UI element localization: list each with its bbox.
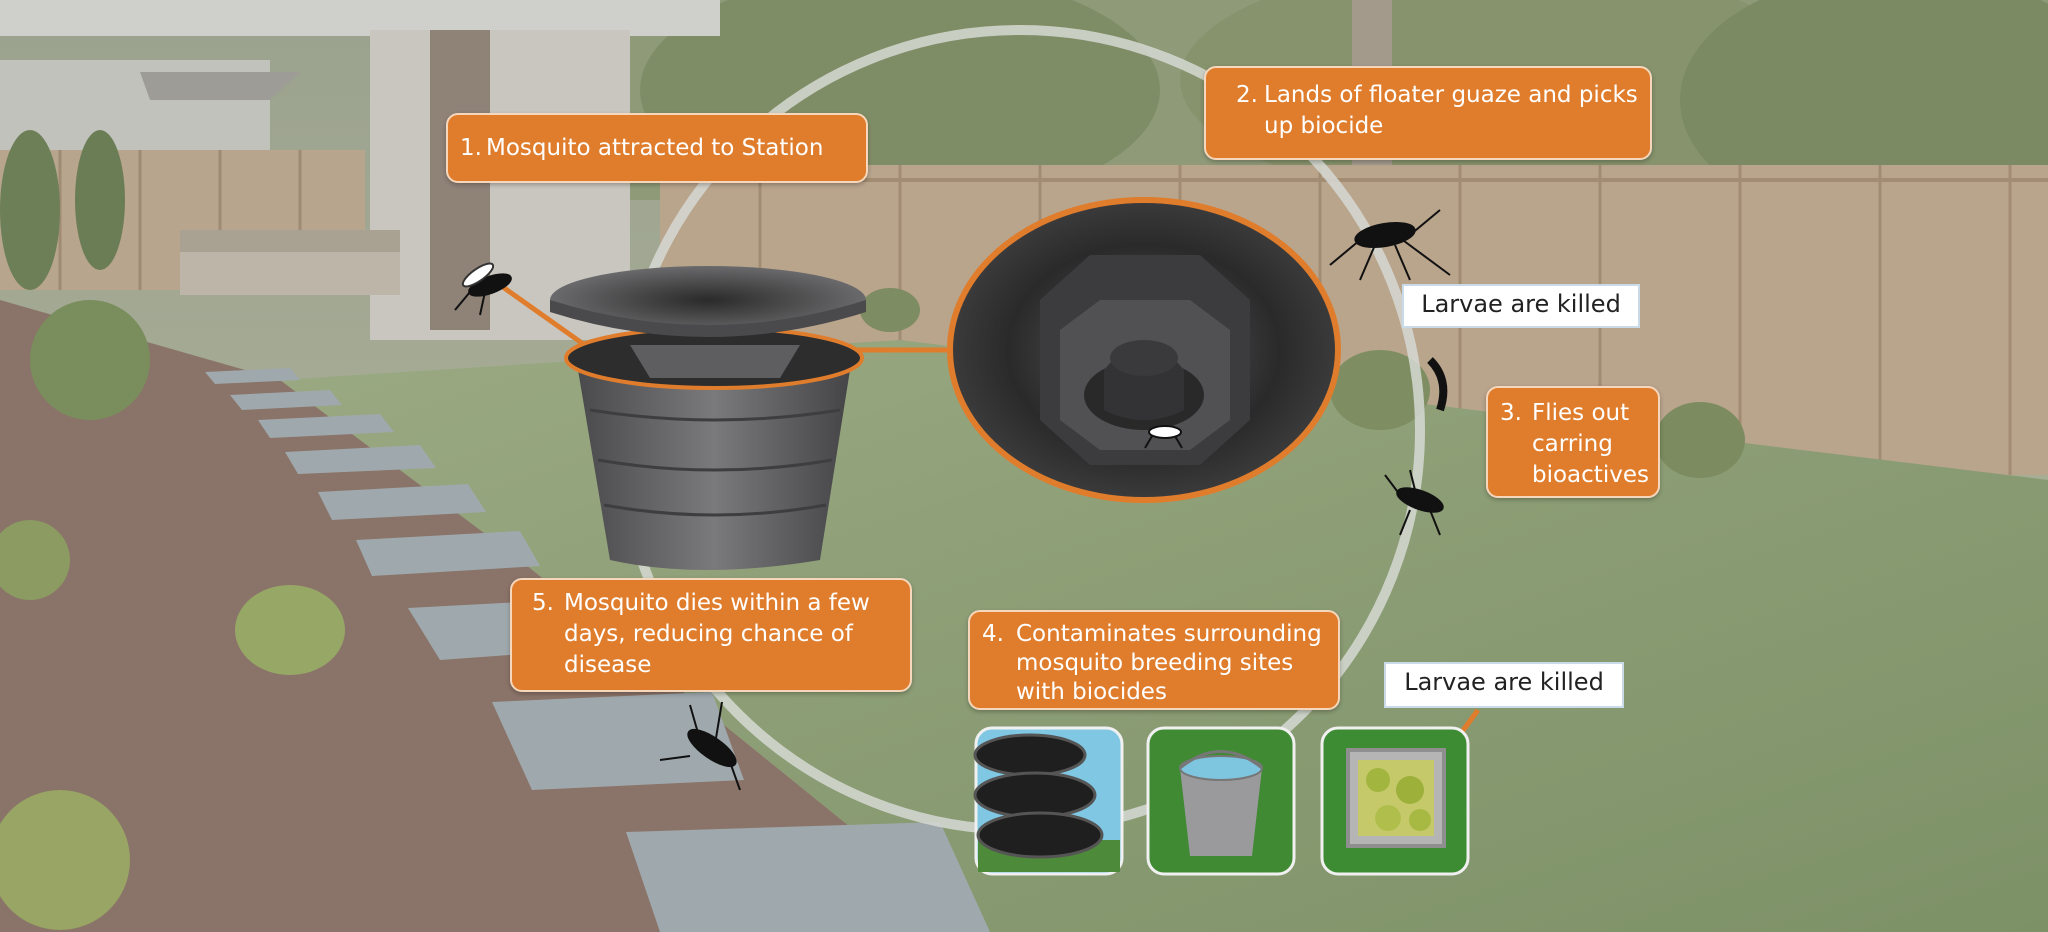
bucket-icon — [1146, 726, 1296, 876]
station-interior-zoom — [947, 197, 1341, 503]
step-1-callout: 1. Mosquito attracted to Station — [446, 113, 868, 183]
step-number: 4. — [982, 621, 1004, 647]
step-text: Lands of floater guaze and picks up bioc… — [1264, 82, 1638, 139]
step-text: Flies out carring bioactives — [1532, 400, 1649, 488]
step-number: 3. — [1500, 400, 1522, 426]
larvae-killed-label: Larvae are killed — [1402, 284, 1640, 328]
step-number: 2. — [1236, 82, 1258, 108]
mosquito-icon — [1329, 209, 1451, 281]
larvae-killed-label: Larvae are killed — [1384, 662, 1624, 708]
step-text: Mosquito attracted to Station — [486, 135, 824, 161]
step-text: Contaminates surrounding mosquito breedi… — [1016, 621, 1322, 705]
mosquito-icon — [1427, 357, 1448, 412]
step-5-callout: 5. Mosquito dies within a few days, redu… — [510, 578, 912, 692]
mosquito-icon — [1144, 425, 1183, 449]
mosquito-icon — [1384, 469, 1444, 536]
tires-icon — [973, 726, 1124, 876]
step-4-callout: 4. Contaminates surrounding mosquito bre… — [968, 610, 1340, 710]
step-3-callout: 3. Flies out carring bioactives — [1486, 386, 1660, 498]
mosquito-icon — [659, 701, 741, 791]
step-number: 5. — [532, 590, 554, 616]
step-text: Mosquito dies within a few days, reducin… — [564, 590, 870, 678]
mosquito-icon — [454, 262, 512, 316]
mosquito-station — [550, 266, 866, 570]
step-2-callout: 2. Lands of floater guaze and picks up b… — [1204, 66, 1652, 160]
step-number: 1. — [460, 135, 482, 161]
planter-icon — [1320, 726, 1470, 876]
